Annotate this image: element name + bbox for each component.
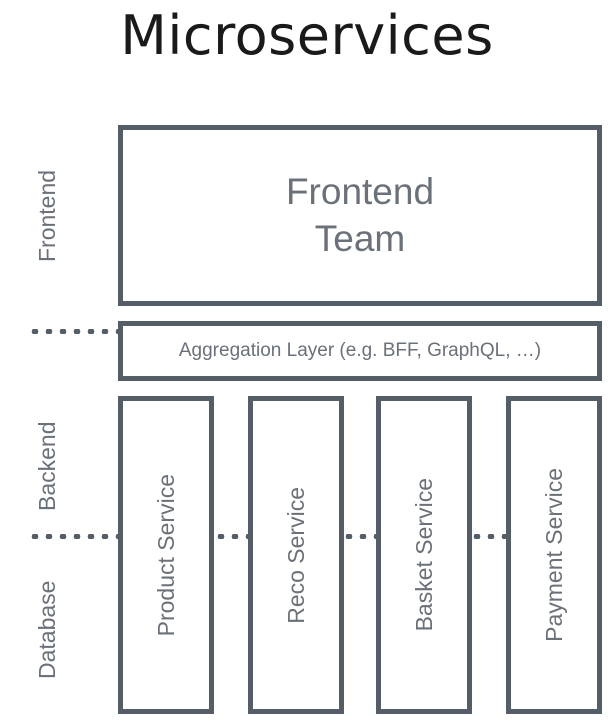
diagram-title: Microservices [120, 4, 494, 67]
aggregation-layer-box[interactable]: Aggregation Layer (e.g. BFF, GraphQL, …) [118, 321, 602, 381]
swimlane-label-frontend: Frontend [34, 169, 60, 262]
divider-backend-database-segment-2 [214, 534, 250, 539]
divider-backend-database-segment-3 [342, 534, 378, 539]
service-label-payment: Payment Service [540, 468, 567, 642]
frontend-team-box[interactable]: Frontend Team [118, 125, 602, 306]
service-box-basket[interactable]: Basket Service [376, 396, 472, 714]
swimlane-label-database: Database [34, 580, 60, 679]
swimlane-label-backend: Backend [34, 421, 60, 511]
service-box-payment[interactable]: Payment Service [506, 396, 602, 714]
service-label-reco: Reco Service [282, 486, 309, 624]
aggregation-layer-label: Aggregation Layer (e.g. BFF, GraphQL, …) [178, 340, 542, 362]
service-label-product: Product Service [152, 473, 179, 637]
divider-backend-database-segment-4 [470, 534, 506, 539]
divider-frontend-backend [28, 329, 124, 334]
service-label-basket: Basket Service [410, 478, 437, 632]
service-box-reco[interactable]: Reco Service [248, 396, 344, 714]
service-box-product[interactable]: Product Service [118, 396, 214, 714]
frontend-team-label: Frontend Team [285, 171, 435, 259]
divider-backend-database-segment-1 [28, 534, 124, 539]
